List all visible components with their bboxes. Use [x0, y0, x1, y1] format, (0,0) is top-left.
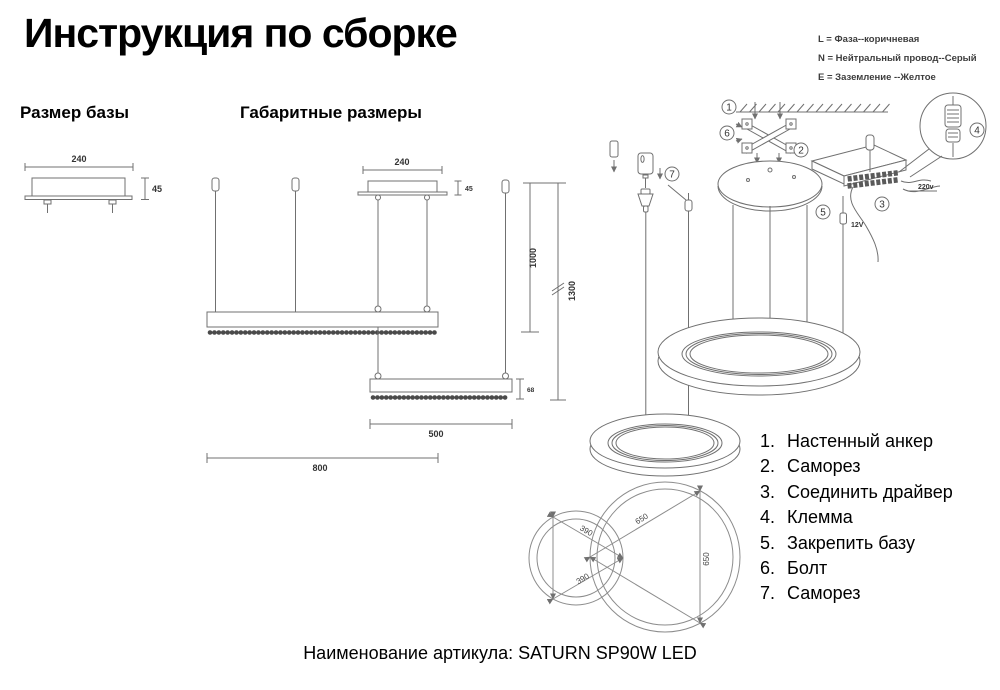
bar-height-dim: 68 [527, 387, 535, 394]
canopy-height-dim: 45 [465, 186, 473, 193]
callout-2: 2 [793, 142, 809, 158]
rings-dimension-drawing: 650 650 390 390 [528, 481, 741, 633]
overall-dimensions-drawing: 240 45 500 800 1000 1300 68 [206, 157, 577, 473]
legend-phase: L = Фаза--коричневая [818, 34, 920, 45]
callout-3: 3 [874, 196, 890, 212]
item-label: Соединить драйвер [787, 481, 953, 502]
svg-text:2: 2 [798, 146, 804, 157]
base-size-heading: Размер базы [20, 103, 130, 122]
item-label: Саморез [787, 456, 861, 477]
svg-text:1: 1 [726, 103, 732, 114]
item-number: 5. [760, 532, 776, 553]
item-label: Закрепить базу [787, 532, 915, 553]
parts-list-item: 2. Саморез [760, 454, 953, 479]
bar-large-width-dim: 800 [312, 463, 327, 473]
parts-list-item: 4. Клемма [760, 505, 953, 530]
parts-list-item: 6. Болт [760, 556, 953, 581]
item-number: 7. [760, 583, 776, 604]
svg-text:3: 3 [879, 200, 885, 211]
low-voltage-label: 12V [851, 222, 864, 229]
assembly-diagram: 220v 12V 1 2 3 4 5 [589, 92, 987, 477]
mains-voltage-label: 220v [918, 184, 934, 191]
canopy-width-dim: 240 [394, 157, 409, 167]
item-number: 3. [760, 481, 776, 502]
callout-5: 5 [815, 204, 831, 220]
parts-list-item: 1. Настенный анкер [760, 429, 953, 454]
base-width-dim: 240 [71, 154, 86, 164]
parts-list-item: 7. Саморез [760, 581, 953, 606]
svg-text:6: 6 [724, 129, 730, 140]
legend-neutral: N = Нейтральный провод--Серый [818, 53, 977, 64]
callout-6: 6 [719, 125, 735, 141]
ceiling-hatch [739, 103, 890, 113]
parts-list-item: 5. Закрепить базу [760, 531, 953, 556]
terminal-strip [847, 169, 900, 189]
large-ring-diag-dim: 650 [634, 511, 651, 526]
callout-7: 7 [664, 166, 680, 182]
parts-list-item: 3. Соединить драйвер [760, 480, 953, 505]
small-ring-dim-b: 390 [575, 571, 592, 586]
item-label: Болт [787, 558, 828, 579]
page-title: Инструкция по сборке [24, 10, 458, 56]
wiring-legend: L = Фаза--коричневая N = Нейтральный про… [818, 30, 977, 87]
svg-text:5: 5 [820, 208, 826, 219]
parts-list: 1. Настенный анкер 2. Саморез 3. Соедини… [760, 429, 953, 607]
base-height-dim: 45 [152, 184, 162, 194]
large-ring-vert-dim: 650 [702, 552, 711, 566]
hang-inner-dim: 1000 [528, 248, 538, 268]
item-label: Настенный анкер [787, 431, 934, 451]
callout-4: 4 [969, 122, 985, 138]
svg-text:4: 4 [974, 126, 980, 137]
item-number: 4. [760, 507, 776, 528]
item-label: Клемма [787, 507, 853, 528]
screwdriver-icon [865, 134, 875, 151]
hang-outer-dim: 1300 [567, 281, 577, 301]
item-number: 1. [760, 431, 776, 451]
legend-ground: E = Заземление --Желтое [818, 72, 936, 83]
item-number: 6. [760, 558, 776, 579]
overall-size-heading: Габаритные размеры [240, 103, 422, 122]
svg-text:7: 7 [669, 170, 675, 181]
callout-1: 1 [721, 99, 737, 115]
bar-small-width-dim: 500 [428, 429, 443, 439]
base-size-drawing: 240 45 [24, 154, 162, 213]
article-name: Наименование артикула: SATURN SP90W LED [303, 643, 697, 663]
item-number: 2. [760, 456, 776, 477]
item-label: Саморез [787, 583, 861, 604]
small-ring-dim-a: 390 [578, 524, 595, 539]
